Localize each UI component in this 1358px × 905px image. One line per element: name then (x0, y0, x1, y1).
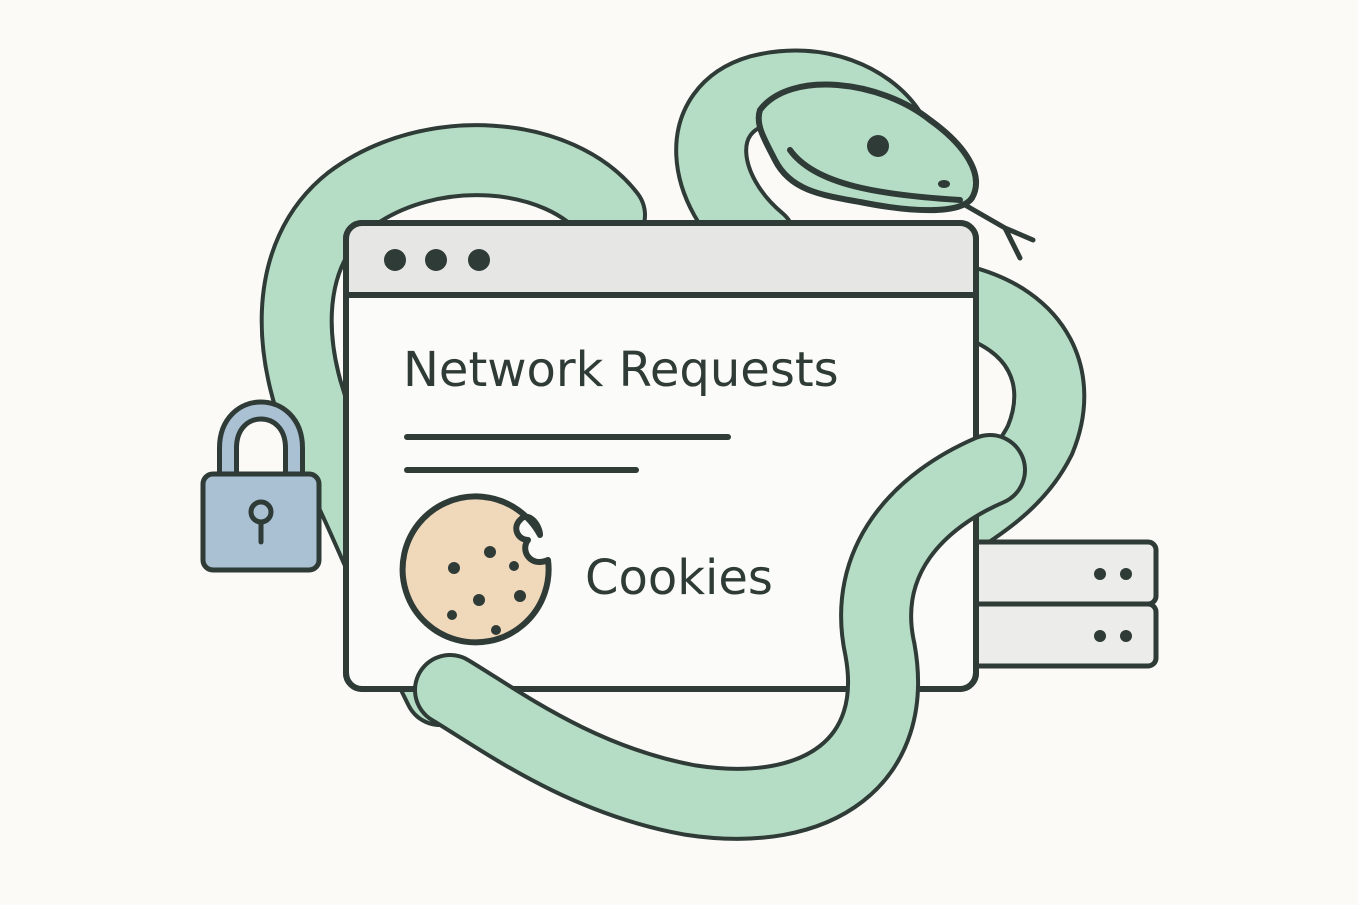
page-title: Network Requests (403, 342, 839, 398)
window-dot-3[interactable] (468, 249, 490, 271)
snake-body-front (413, 433, 1027, 841)
padlock-icon (200, 399, 322, 573)
snake-head (755, 81, 1036, 261)
window-dot-1[interactable] (384, 249, 406, 271)
cookies-label: Cookies (585, 550, 773, 606)
text-lines (404, 434, 731, 473)
window-controls (384, 249, 490, 271)
snake-eye (867, 135, 889, 157)
server-icon (957, 539, 1159, 669)
cookie-icon (399, 493, 552, 646)
window-dot-2[interactable] (425, 249, 447, 271)
